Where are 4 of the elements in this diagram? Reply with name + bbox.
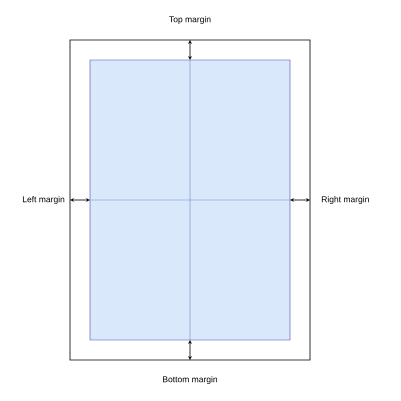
- margin-label: Left margin: [22, 196, 64, 204]
- margin-label: Right margin: [322, 196, 369, 204]
- margin-label: Top margin: [169, 16, 210, 24]
- margin-label: Bottom margin: [163, 376, 218, 384]
